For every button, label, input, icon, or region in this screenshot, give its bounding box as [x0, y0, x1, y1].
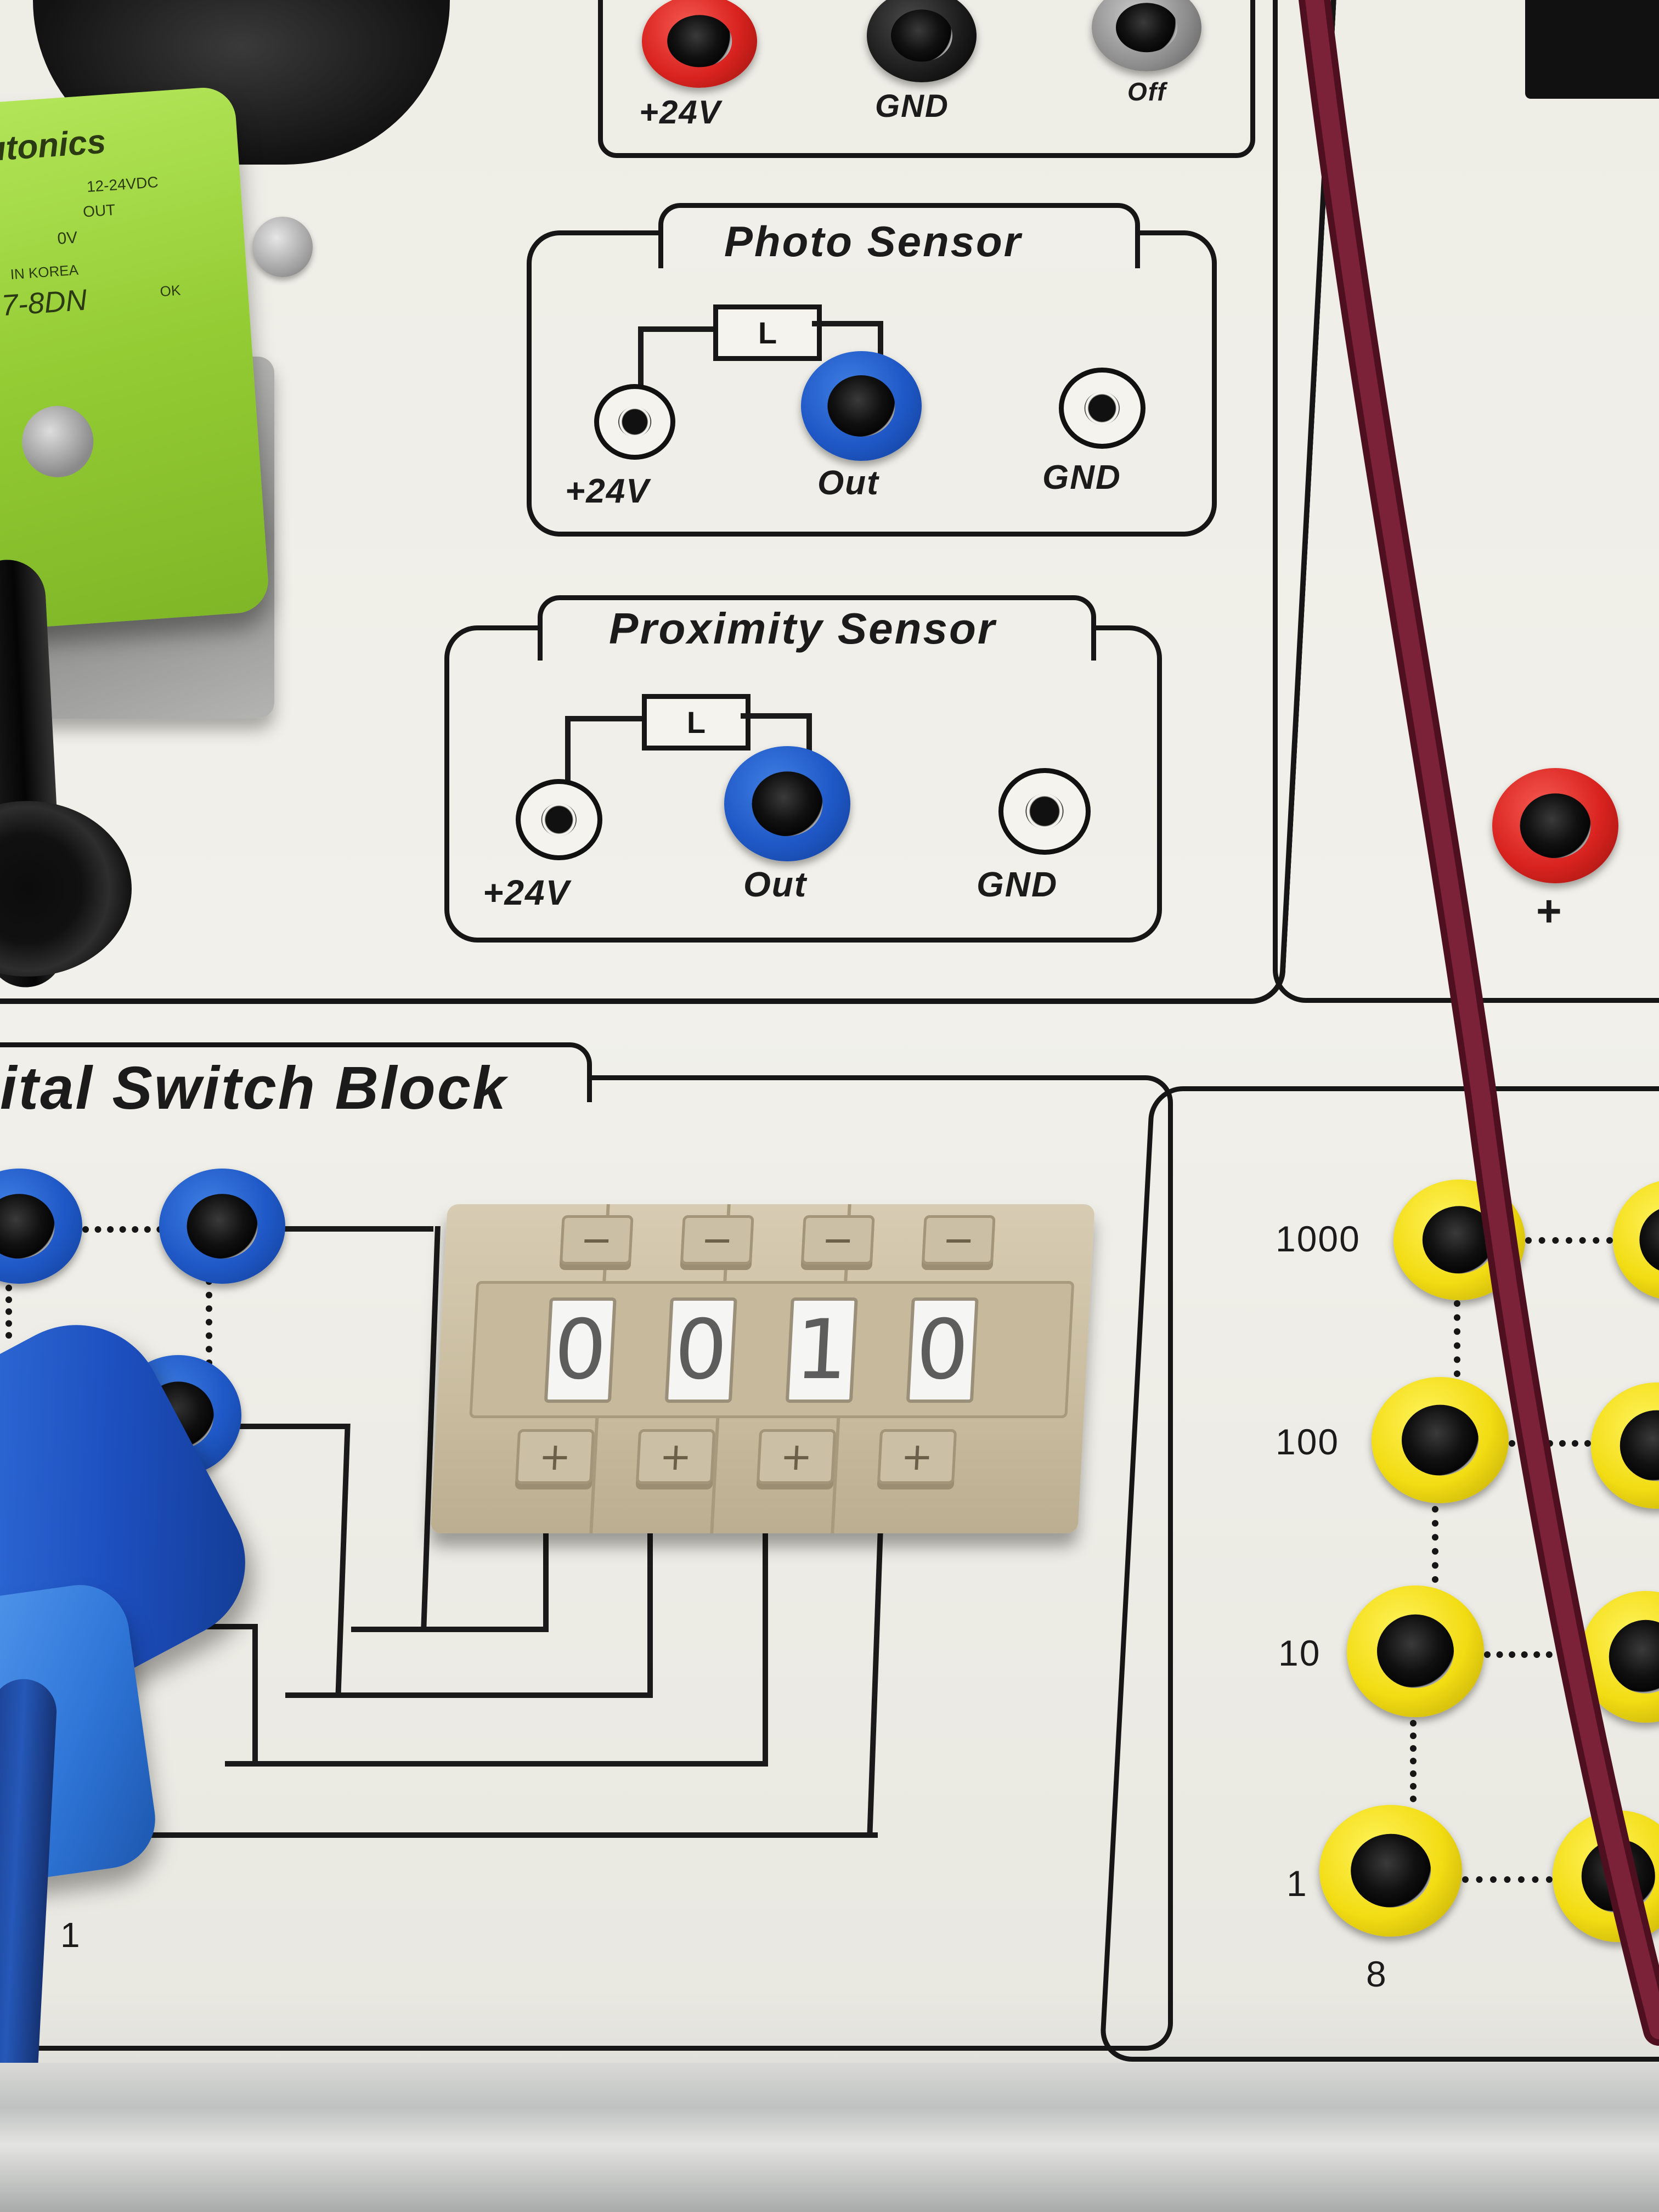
photo-load-box: L [713, 304, 822, 361]
photo-label-24v: +24V [565, 472, 650, 510]
yellow-dotted-vert-1 [1454, 1300, 1460, 1377]
yellow-jack-1-a[interactable] [1319, 1805, 1462, 1937]
yellow-dotted-vert-3 [1410, 1720, 1417, 1802]
prox-label-gnd: GND [977, 865, 1058, 904]
photo-label-gnd: GND [1042, 459, 1121, 496]
top-label-gnd: GND [875, 88, 949, 124]
digital-switch-title: ital Switch Block [0, 1054, 508, 1122]
aluminium-frame-rail [0, 2063, 1659, 2212]
dotted-link-vert [206, 1278, 212, 1366]
photo-sensor-title-tab [658, 203, 1140, 268]
top-terminal-box [598, 0, 1255, 158]
photo-wire-right-vert [878, 321, 883, 365]
dsw-wire-2b [285, 1692, 653, 1698]
photo-wire-left-horiz [638, 326, 715, 332]
prox-wire-left-horiz [565, 716, 647, 721]
dsw-bottom-label: 1 [60, 1915, 81, 1955]
dsw-wire-1b [351, 1627, 549, 1632]
prox-wire-right-vert [806, 713, 812, 757]
dsw-wire-1h [274, 1226, 433, 1232]
weight-10-label: 10 [1278, 1633, 1321, 1673]
photo-label-out: Out [817, 464, 879, 502]
yellow-dotted-vert-2 [1432, 1506, 1438, 1583]
photo-wire-right-horiz [812, 321, 883, 326]
dotted-link-top [82, 1226, 176, 1233]
prox-label-24v: +24V [483, 873, 571, 912]
right-plus-label: + [1536, 887, 1563, 935]
prox-label-out: Out [743, 865, 808, 904]
yellow-jack-100-a[interactable] [1372, 1377, 1509, 1503]
right-top-black-part [1525, 0, 1659, 99]
weight-1-label: 1 [1286, 1863, 1308, 1904]
prox-wire-right-horiz [741, 713, 812, 719]
photo-wire-left-vert [638, 326, 644, 392]
bit-8-label: 8 [1366, 1954, 1387, 1994]
top-gnd-jack[interactable] [867, 0, 977, 82]
prox-load-box: L [642, 694, 751, 751]
proximity-sensor-title-tab [538, 595, 1096, 661]
dsw-wire-4b [148, 1832, 878, 1838]
dotted-link-left [5, 1273, 12, 1339]
dsw-wire-3v [252, 1624, 258, 1767]
prox-wire-left-vert [565, 716, 571, 787]
proximity-sensor-title: Proximity Sensor [609, 604, 997, 653]
photo-sensor-title: Photo Sensor [724, 217, 1023, 266]
dsw-jack-b[interactable] [159, 1169, 285, 1284]
prox-load-label: L [686, 705, 706, 740]
yellow-jack-10-a[interactable] [1347, 1585, 1484, 1717]
prox-out-jack[interactable] [724, 746, 850, 861]
weight-1000-label: 1000 [1276, 1218, 1361, 1259]
yellow-dotted-1000 [1525, 1237, 1613, 1244]
photo-gnd-terminal[interactable] [1059, 368, 1146, 449]
weight-100-label: 100 [1276, 1421, 1340, 1462]
photo-load-label: L [758, 315, 777, 350]
prox-gnd-terminal[interactable] [998, 768, 1091, 855]
dsw-wire-3h [181, 1624, 258, 1629]
top-24v-jack[interactable] [642, 0, 757, 88]
dsw-wire-2u [647, 1531, 653, 1698]
dsw-wire-3b [225, 1761, 768, 1767]
top-label-24v: +24V [639, 94, 721, 131]
panel-screw-icon [252, 217, 313, 277]
dsw-wire-2h [236, 1424, 346, 1429]
photo-24v-terminal[interactable] [594, 384, 675, 460]
yellow-dotted-10 [1484, 1651, 1577, 1658]
yellow-dotted-1 [1462, 1876, 1553, 1883]
dsw-wire-3u [763, 1531, 768, 1767]
prox-24v-terminal[interactable] [516, 779, 602, 860]
right-plus-jack[interactable] [1492, 768, 1618, 883]
digital-switch-title-tab [0, 1042, 592, 1102]
dsw-wire-1u [543, 1531, 549, 1632]
photo-out-jack[interactable] [801, 351, 922, 461]
top-off-jack[interactable] [1092, 0, 1201, 71]
top-label-off: Off [1127, 77, 1167, 106]
